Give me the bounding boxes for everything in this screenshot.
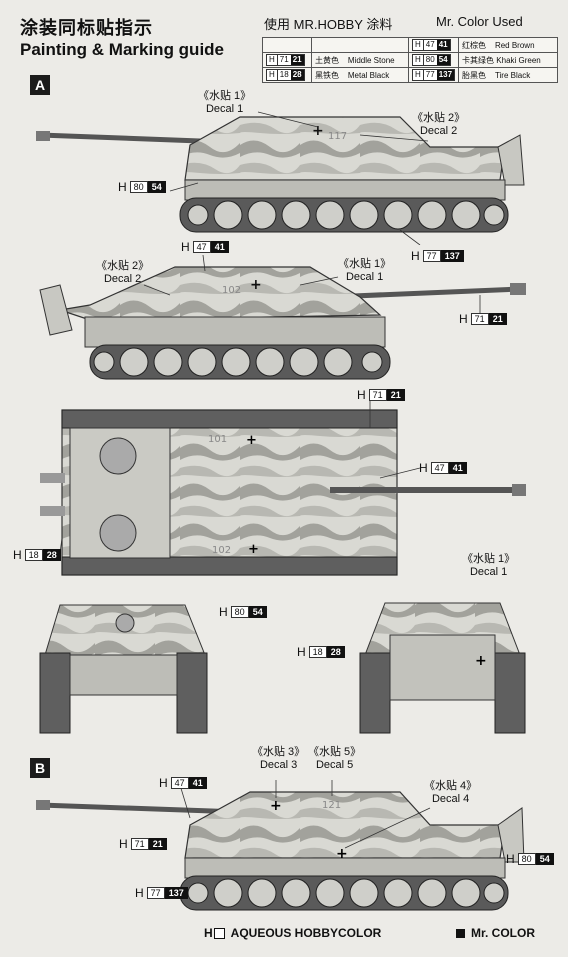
track-top-left	[61, 409, 398, 429]
muzzle-brake	[510, 283, 526, 295]
title-chinese: 涂装同标贴指示	[20, 18, 153, 39]
decal-callout: 《水贴 1》Decal 1	[198, 90, 252, 115]
decal-callout: 《水贴 3》Decal 3	[252, 746, 306, 771]
paint-brand-label: 使用 MR.HOBBY 涂料	[264, 17, 393, 32]
paint-name-en: Red Brown	[494, 40, 535, 50]
track-left	[359, 652, 391, 734]
track-right	[176, 652, 208, 734]
vehicle-side-view-b: + 121 +	[36, 780, 525, 911]
paint-name-cn: 胎黑色	[462, 70, 487, 80]
section-b-marker: B	[30, 758, 50, 778]
engine-fan	[99, 514, 137, 552]
legend-swatch-solid	[456, 928, 465, 938]
svg-text:+: +	[250, 277, 262, 293]
decal-callout: 《水贴 2》Decal 2	[412, 112, 466, 137]
paint-name-cn: 卡其绿色	[462, 55, 495, 65]
track-right	[494, 652, 526, 734]
svg-text:+: +	[248, 542, 259, 557]
svg-text:+: +	[270, 798, 282, 814]
gun-barrel	[39, 132, 201, 144]
decal-callout: 《水贴 1》Decal 1	[338, 258, 392, 283]
paint-name-en: Middle Stone	[347, 55, 395, 65]
legend-swatch-outline	[213, 927, 225, 939]
svg-text:+: +	[246, 433, 257, 448]
hull-lower	[184, 179, 506, 201]
vehicle-top-view: 101 102 + +	[40, 398, 526, 576]
vehicle-rear-view: +	[359, 602, 526, 734]
paint-name-en: Tire Black	[494, 70, 531, 80]
muzzle-brake	[36, 800, 50, 810]
gun-mantlet	[115, 613, 135, 633]
rear-fender	[39, 284, 73, 336]
svg-text:+: +	[312, 123, 324, 139]
decal-callout: 《水贴 1》Decal 1	[462, 553, 516, 578]
gun-barrel	[329, 286, 521, 300]
hull-front-lower	[69, 654, 178, 696]
hull-lower	[84, 316, 386, 348]
svg-text:+: +	[336, 846, 348, 862]
paint-name-en: Khaki Green	[496, 55, 541, 65]
svg-text:+: +	[475, 653, 487, 669]
paint-name-en: Metal Black	[347, 70, 390, 80]
turret-number: 121	[322, 800, 341, 811]
vehicle-side-view-right: 117 +	[36, 111, 525, 245]
vehicle-front-view	[39, 604, 208, 734]
section-a-marker: A	[30, 75, 50, 95]
paint-name-cn: 黑铁色	[315, 70, 339, 80]
exhaust	[40, 473, 65, 483]
muzzle-brake	[36, 131, 50, 141]
decal-callout: 《水贴 5》Decal 5	[308, 746, 362, 771]
turret-number: 102	[222, 285, 241, 296]
mr-color-used-label: Mr. Color Used	[436, 14, 523, 29]
track-top-right	[61, 556, 398, 576]
track-left	[39, 652, 71, 734]
rear-hull	[389, 634, 496, 701]
legend-mr-color: Mr. COLOR	[456, 926, 535, 940]
gun-barrel	[39, 802, 241, 815]
decal-callout: 《水贴 4》Decal 4	[424, 780, 478, 805]
exhaust	[40, 506, 65, 516]
rear-fender	[497, 134, 525, 186]
paint-name-cn: 土黄色	[315, 55, 339, 65]
engine-fan	[99, 437, 137, 475]
title-english: Painting & Marking guide	[20, 40, 225, 59]
turret-number: 101	[208, 434, 227, 445]
muzzle-brake	[512, 484, 526, 496]
vehicle-side-view-left: 102 +	[39, 255, 526, 380]
turret-number: 117	[328, 131, 347, 142]
turret-number: 102	[212, 545, 231, 556]
paint-name-cn: 红棕色	[462, 40, 487, 50]
decal-callout: 《水贴 2》Decal 2	[96, 260, 150, 285]
